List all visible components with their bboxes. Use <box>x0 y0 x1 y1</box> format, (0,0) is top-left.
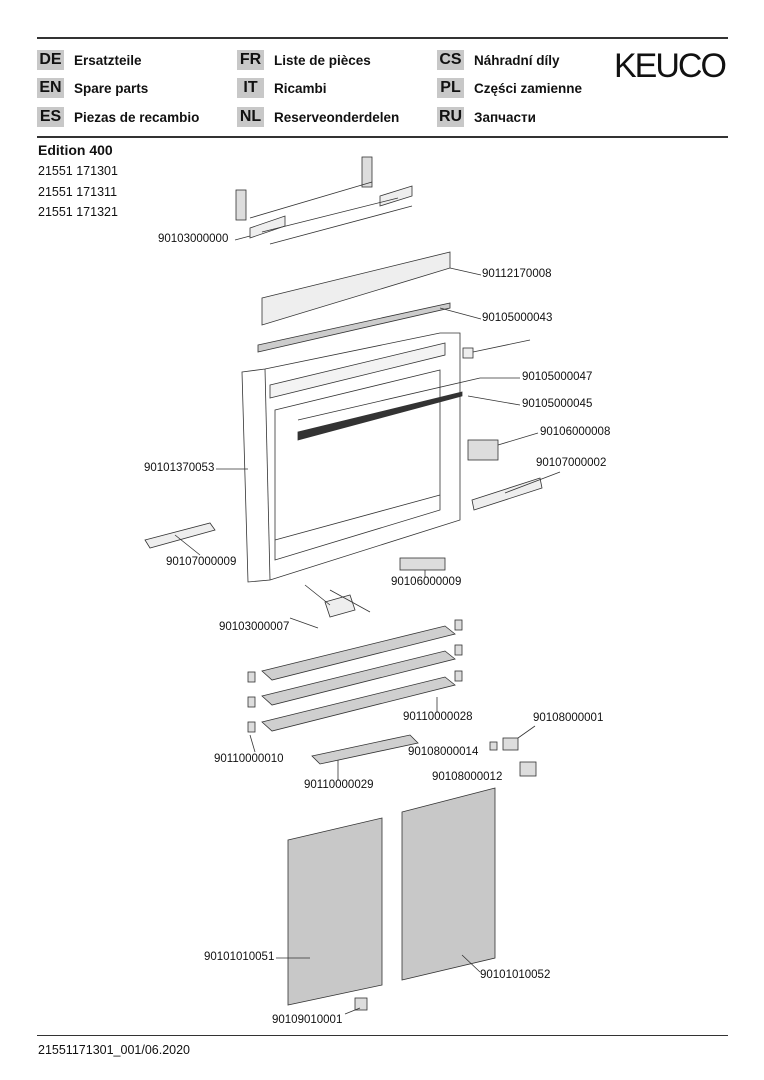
lang-code: DE <box>37 50 64 70</box>
part-number: 90103000007 <box>219 621 290 633</box>
lang-en: EN Spare parts <box>37 78 148 98</box>
lang-code: CS <box>437 50 464 70</box>
small-shelf-drawing <box>311 734 419 765</box>
lang-label: Liste de pièces <box>274 52 371 68</box>
lang-label: Spare parts <box>74 80 149 96</box>
lang-code: IT <box>237 78 264 98</box>
lang-label: Ricambi <box>274 80 327 96</box>
lang-fr: FR Liste de pièces <box>237 50 371 70</box>
lang-label: Piezas de recambio <box>74 109 200 125</box>
part-number: 90105000043 <box>482 312 553 324</box>
part-number: 90110000028 <box>403 711 473 723</box>
part-number: 90105000045 <box>522 398 593 410</box>
part-number: 90101010051 <box>204 951 275 963</box>
lang-cs: CS Náhradní díly <box>437 50 560 70</box>
bracket-set-drawing <box>289 584 371 629</box>
shelf-drawing <box>261 676 456 732</box>
part-number: 90101370053 <box>144 462 215 474</box>
left-door-drawing <box>287 817 383 1006</box>
part-number: 90103000000 <box>158 233 229 245</box>
lang-nl: NL Reserveonderdelen <box>237 107 399 127</box>
lang-de: DE Ersatzteile <box>37 50 142 70</box>
lang-code: NL <box>237 107 264 127</box>
lang-code: PL <box>437 78 464 98</box>
lang-label: Części zamienne <box>474 80 583 96</box>
part-number: 90112170008 <box>482 268 552 280</box>
article-number: 21551 171301 <box>38 164 118 178</box>
cabinet-body-drawing <box>241 332 481 583</box>
lang-label: Reserveonderdelen <box>274 109 400 125</box>
part-number: 90106000008 <box>540 426 611 438</box>
right-door-drawing <box>401 787 496 981</box>
part-number: 90108000014 <box>408 746 479 758</box>
product-title: Edition 400 <box>38 142 113 158</box>
footer-rule <box>37 1035 728 1036</box>
lang-label: Náhradní díly <box>474 52 560 68</box>
part-number: 90107000002 <box>536 457 607 469</box>
document-id: 21551171301_001/06.2020 <box>38 1043 191 1057</box>
lang-pl: PL Części zamienne <box>437 78 582 98</box>
lang-code: RU <box>437 107 464 127</box>
lang-es: ES Piezas de recambio <box>37 107 199 127</box>
top-strip-drawing <box>257 302 451 353</box>
part-number: 90110000010 <box>214 753 284 765</box>
article-number: 21551 171321 <box>38 205 118 219</box>
part-number: 90105000047 <box>522 371 593 383</box>
article-number: 21551 171311 <box>38 185 118 199</box>
lang-code: ES <box>37 107 64 127</box>
header-rule <box>37 136 728 138</box>
lang-it: IT Ricambi <box>237 78 327 98</box>
keuco-logo: KEUCO <box>614 47 727 85</box>
part-number: 90108000001 <box>533 712 604 724</box>
part-number: 90108000012 <box>432 771 503 783</box>
part-number: 90109010001 <box>272 1014 343 1026</box>
lang-ru: RU Запчасти <box>437 107 536 127</box>
lang-label: Ersatzteile <box>74 52 142 68</box>
lang-code: EN <box>37 78 64 98</box>
shelf-drawing <box>261 650 456 706</box>
part-number: 90101010052 <box>480 969 551 981</box>
lang-label: Запчасти <box>474 109 536 125</box>
part-number: 90107000009 <box>166 556 237 568</box>
part-number: 90110000029 <box>304 779 374 791</box>
hinge-set-drawing <box>234 156 413 245</box>
top-rule <box>37 37 728 39</box>
part-number: 90106000009 <box>391 576 462 588</box>
lang-code: FR <box>237 50 264 70</box>
shelf-drawing <box>261 625 456 681</box>
